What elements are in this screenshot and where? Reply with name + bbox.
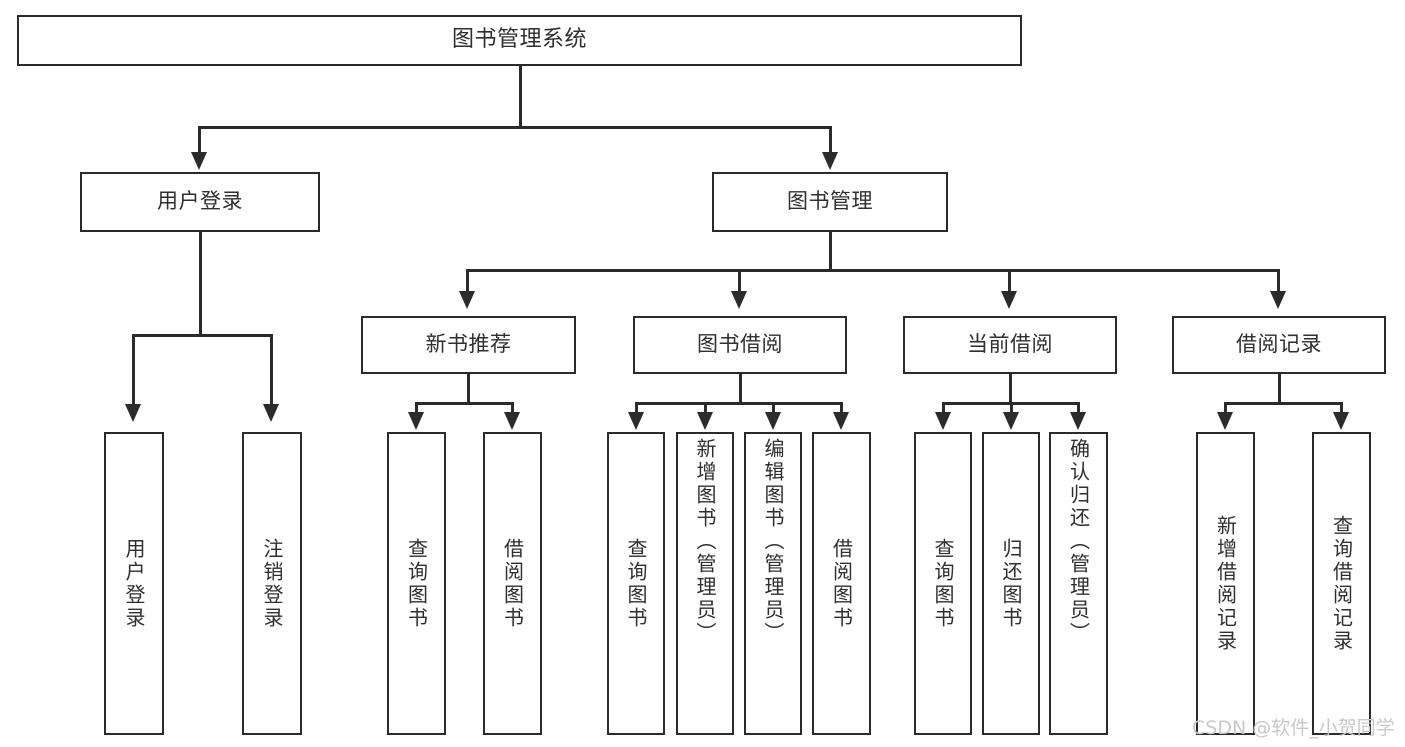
arrow-new-book-leaf-2 — [504, 412, 520, 430]
connector-new-book-leaf-2 — [511, 402, 514, 416]
watermark-text: CSDN @软件_小贺同学 — [1192, 717, 1395, 739]
arrow-user-login-leaf-2 — [263, 404, 279, 422]
arrow-user-login-leaf-1 — [125, 404, 141, 422]
node-label: 新增借阅记录 — [1213, 514, 1238, 653]
leaf-book-borrow-edit[interactable]: 编辑图书（管理员） — [744, 432, 802, 735]
connector-root-to-user-login — [198, 126, 201, 156]
connector-book-borrow-leaf-3 — [772, 402, 775, 416]
connector-borrow-record-leaf-1 — [1224, 402, 1227, 416]
node-user-login[interactable]: 用户登录 — [80, 172, 320, 232]
node-label: 用户登录 — [122, 537, 146, 630]
connector-new-book-stem — [467, 374, 470, 404]
leaf-book-borrow-add[interactable]: 新增图书（管理员） — [676, 432, 734, 735]
arrow-root-to-user-login — [191, 152, 207, 170]
connector-new-book-bar — [415, 402, 514, 405]
arrow-to-current-borrow — [1001, 291, 1017, 309]
leaf-book-borrow-lend[interactable]: 借阅图书 — [812, 432, 871, 735]
arrow-to-book-borrow — [731, 291, 747, 309]
node-label: 查询借阅记录 — [1329, 514, 1354, 653]
node-label: 图书借阅 — [697, 332, 783, 357]
node-label: 编辑图书（管理员） — [761, 438, 785, 645]
connector-current-borrow-leaf-3 — [1077, 402, 1080, 416]
connector-new-book-leaf-1 — [415, 402, 418, 416]
node-label: 借阅图书 — [829, 537, 854, 630]
connector-root-bar — [198, 126, 832, 129]
arrow-to-new-book — [459, 291, 475, 309]
leaf-current-borrow-confirm[interactable]: 确认归还（管理员） — [1049, 432, 1108, 735]
arrow-borrow-record-leaf-1 — [1217, 412, 1233, 430]
node-label: 借阅图书 — [500, 537, 525, 630]
node-label: 查询图书 — [624, 537, 648, 630]
arrow-root-to-book-manage — [822, 152, 838, 170]
connector-current-borrow-stem — [1009, 374, 1012, 404]
arrow-new-book-leaf-1 — [408, 412, 424, 430]
node-label: 注销登录 — [260, 537, 284, 630]
node-book-borrow[interactable]: 图书借阅 — [633, 316, 847, 374]
connector-to-current-borrow — [1008, 269, 1011, 295]
node-label: 查询图书 — [931, 537, 955, 630]
leaf-borrow-record-add[interactable]: 新增借阅记录 — [1196, 432, 1255, 735]
arrow-current-borrow-leaf-2 — [1003, 412, 1019, 430]
connector-to-borrow-record — [1277, 269, 1280, 295]
node-label: 新书推荐 — [425, 332, 512, 357]
connector-book-borrow-bar — [635, 402, 843, 405]
node-label: 新增图书（管理员） — [693, 438, 717, 645]
arrow-book-borrow-leaf-4 — [833, 412, 849, 430]
node-root-system[interactable]: 图书管理系统 — [17, 15, 1022, 66]
node-new-book-recommend[interactable]: 新书推荐 — [361, 316, 576, 374]
connector-borrow-record-bar — [1224, 402, 1342, 405]
leaf-new-book-borrow[interactable]: 借阅图书 — [483, 432, 542, 735]
arrow-current-borrow-leaf-1 — [935, 412, 951, 430]
connector-borrow-record-leaf-2 — [1340, 402, 1343, 416]
connector-book-borrow-leaf-2 — [704, 402, 707, 416]
node-label: 当前借阅 — [967, 332, 1053, 357]
node-label: 图书管理系统 — [451, 27, 587, 53]
node-label: 用户登录 — [157, 189, 243, 214]
arrow-borrow-record-leaf-2 — [1333, 412, 1349, 430]
node-current-borrow[interactable]: 当前借阅 — [903, 316, 1117, 374]
leaf-current-borrow-query[interactable]: 查询图书 — [914, 432, 972, 735]
arrow-book-borrow-leaf-3 — [765, 412, 781, 430]
connector-to-book-borrow — [738, 269, 741, 295]
leaf-current-borrow-return[interactable]: 归还图书 — [982, 432, 1040, 735]
connector-book-manage-bar — [466, 269, 1280, 272]
leaf-book-borrow-query[interactable]: 查询图书 — [607, 432, 665, 735]
arrow-to-borrow-record — [1270, 291, 1286, 309]
leaf-user-login-login[interactable]: 用户登录 — [104, 432, 164, 735]
connector-current-borrow-leaf-1 — [942, 402, 945, 416]
leaf-new-book-query[interactable]: 查询图书 — [387, 432, 446, 735]
leaf-user-login-logout[interactable]: 注销登录 — [242, 432, 302, 735]
node-label: 查询图书 — [404, 537, 429, 630]
connector-user-login-stem — [199, 232, 202, 337]
arrow-book-borrow-leaf-1 — [628, 412, 644, 430]
node-label: 归还图书 — [999, 537, 1023, 630]
node-label: 确认归还（管理员） — [1066, 438, 1091, 645]
connector-book-manage-stem — [829, 232, 832, 272]
leaf-borrow-record-query[interactable]: 查询借阅记录 — [1312, 432, 1371, 735]
arrow-book-borrow-leaf-2 — [697, 412, 713, 430]
connector-book-borrow-leaf-4 — [840, 402, 843, 416]
connector-borrow-record-stem — [1278, 374, 1281, 404]
node-book-management[interactable]: 图书管理 — [712, 172, 948, 232]
connector-user-login-leaf-2 — [270, 334, 273, 408]
connector-user-login-leaf-1 — [132, 334, 135, 408]
connector-root-stem — [519, 66, 522, 128]
node-label: 借阅记录 — [1236, 332, 1322, 357]
connector-user-login-bar — [132, 334, 270, 337]
node-borrow-record[interactable]: 借阅记录 — [1172, 316, 1386, 374]
connector-to-new-book — [466, 269, 469, 295]
connector-book-borrow-stem — [739, 374, 742, 404]
connector-root-to-book-manage — [829, 126, 832, 156]
arrow-current-borrow-leaf-3 — [1070, 412, 1086, 430]
connector-book-borrow-leaf-1 — [635, 402, 638, 416]
node-label: 图书管理 — [787, 189, 873, 214]
connector-current-borrow-leaf-2 — [1010, 402, 1013, 416]
